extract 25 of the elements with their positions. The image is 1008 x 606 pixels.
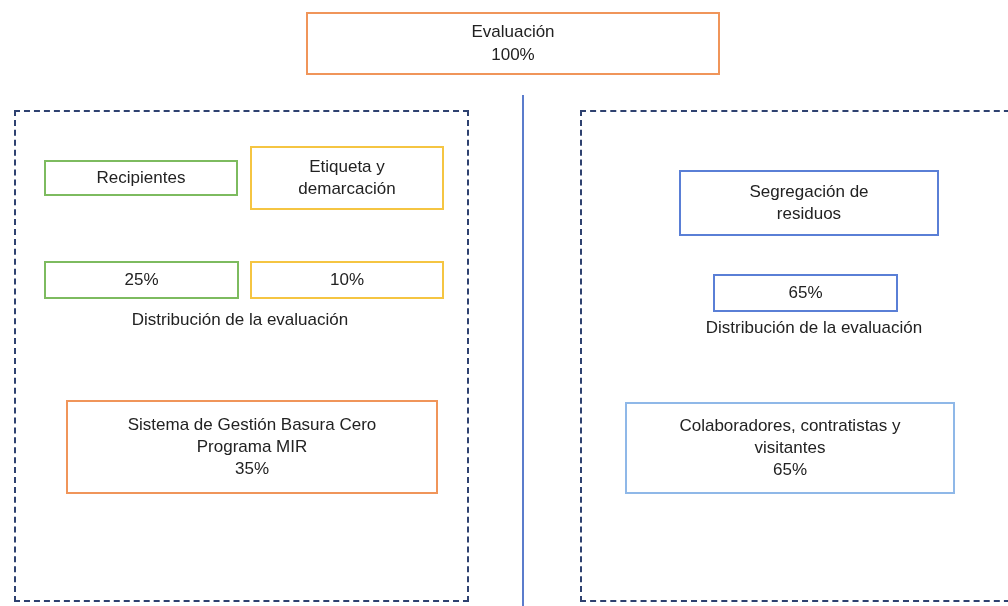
caption-text: Distribución de la evaluación <box>705 318 923 338</box>
box-text: Recipientes <box>96 166 186 189</box>
text-box <box>306 12 720 75</box>
box-text: Colaboradores, contratistas y visitantes <box>678 414 902 459</box>
box-text: 100% <box>491 43 535 66</box>
box-text: Evaluación <box>471 21 555 44</box>
text-box <box>44 261 239 299</box>
caption-text: Distribución de la evaluación <box>131 310 349 330</box>
text-box <box>66 400 438 494</box>
box-text: Sistema de Gestión Basura Cero Programa MIR <box>126 413 378 458</box>
text-box <box>713 274 898 312</box>
dashed-panel <box>14 110 469 602</box>
box-text: 25% <box>124 268 159 291</box>
box-text: Segregación de residuos <box>748 180 870 225</box>
box-text: 65% <box>773 459 807 482</box>
dashed-panel <box>580 110 1008 602</box>
box-text: Etiqueta y demarcación <box>297 155 397 200</box>
text-box <box>44 160 238 196</box>
text-box <box>250 261 444 299</box>
box-text: 65% <box>788 281 823 304</box>
box-text: 35% <box>235 458 269 481</box>
text-box <box>625 402 955 494</box>
text-box <box>250 146 444 210</box>
box-text: 10% <box>330 268 364 291</box>
text-box <box>679 170 939 236</box>
